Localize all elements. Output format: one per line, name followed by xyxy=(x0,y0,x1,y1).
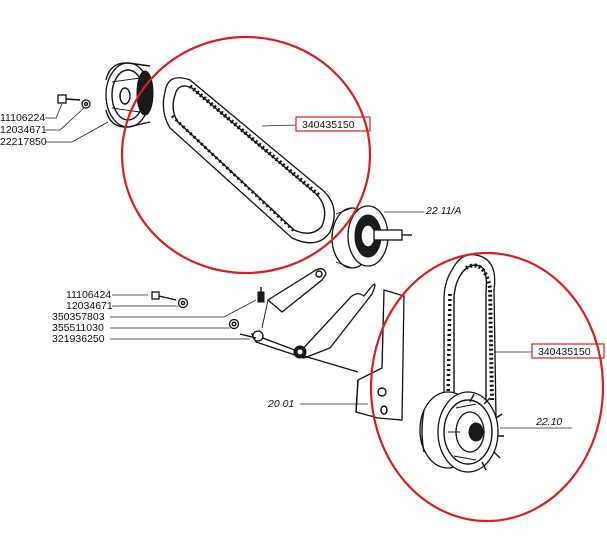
callout-22217850: 22217850 xyxy=(0,136,47,148)
ref-lower-pulley-label: 22.10 xyxy=(535,416,562,428)
lower-belt-label: 340435150 xyxy=(538,346,591,358)
upper-left-callouts: 11106224 12034671 22217850 xyxy=(0,103,109,148)
ref-22-10: 22.10 xyxy=(500,416,572,429)
upper-left-pulley xyxy=(105,62,154,128)
callout-12034671: 12034671 xyxy=(0,124,47,136)
callout-355511030: 355511030 xyxy=(52,322,104,334)
callout-321936250: 321936250 xyxy=(52,333,105,345)
callout-11106424: 11106424 xyxy=(66,289,111,301)
ref-bracket-label: 20 01 xyxy=(267,398,294,410)
middle-left-callouts: 11106424 12034671 350357803 355511030 32… xyxy=(52,289,257,345)
ref-20-01: 20 01 xyxy=(267,398,368,410)
tensioner-linkage xyxy=(239,268,376,373)
upper-belt xyxy=(162,77,335,244)
bracket xyxy=(355,289,405,421)
highlight-lower-belt xyxy=(369,251,605,523)
callout-350357803: 350357803 xyxy=(52,311,105,323)
upper-left-bolt xyxy=(57,94,91,109)
highlight-upper-belt xyxy=(120,35,372,275)
lower-belt-part-number: 340435150 xyxy=(494,343,605,359)
ref-22-11a: 22 11/A xyxy=(384,205,461,217)
upper-belt-part-number: 340435150 xyxy=(261,116,371,132)
middle-left-hardware xyxy=(151,287,265,330)
upper-right-pulley xyxy=(331,205,412,269)
ref-pulley-label: 22 11/A xyxy=(425,205,461,217)
callout-12034671b: 12034671 xyxy=(66,300,113,312)
lower-pulley xyxy=(419,391,504,473)
upper-belt-label: 340435150 xyxy=(302,119,355,131)
callout-11106224: 11106224 xyxy=(0,112,45,124)
lower-belt xyxy=(443,253,497,419)
